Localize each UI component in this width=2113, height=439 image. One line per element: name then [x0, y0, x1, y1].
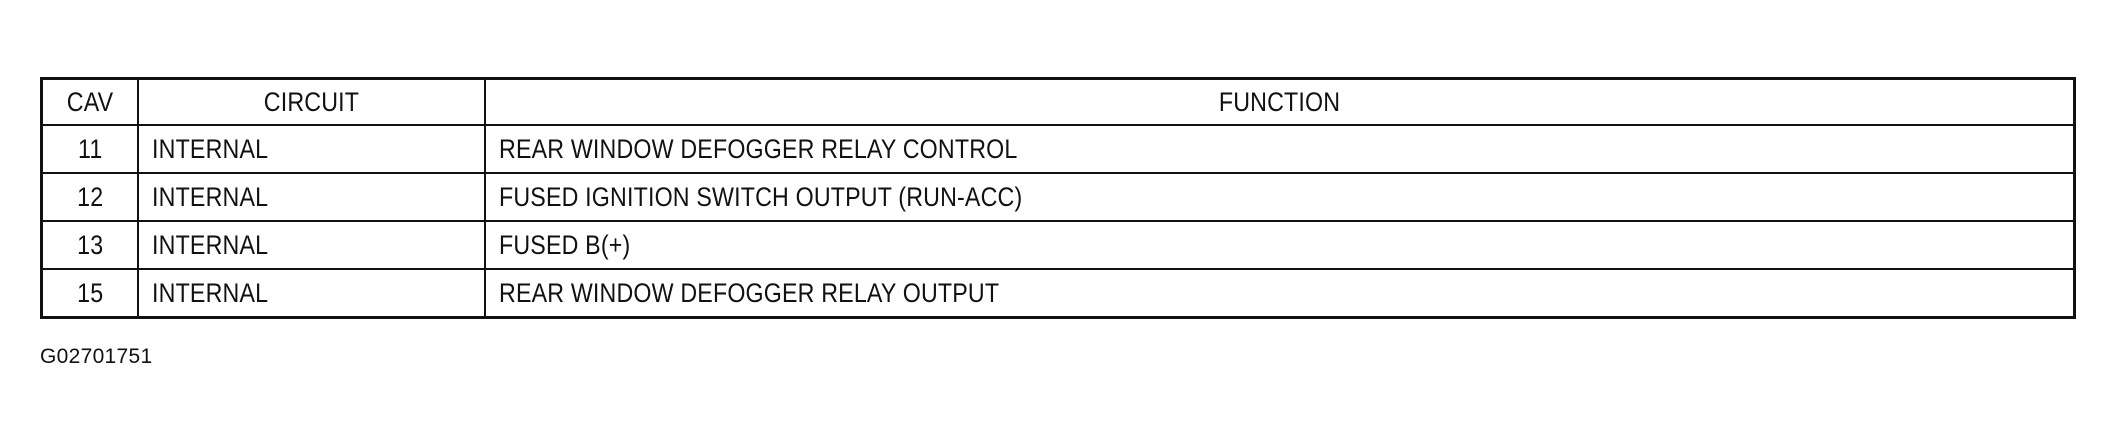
function-cell: FUSED B(+)	[483, 220, 2076, 270]
header-row: CAV CIRCUIT FUNCTION	[40, 77, 2076, 126]
header-function: FUNCTION	[483, 77, 2076, 126]
table-row: 15 INTERNAL REAR WINDOW DEFOGGER RELAY O…	[40, 268, 2076, 319]
table-row: 13 INTERNAL FUSED B(+)	[40, 220, 2076, 270]
cav-cell: 15	[40, 268, 139, 319]
table-row: 11 INTERNAL REAR WINDOW DEFOGGER RELAY C…	[40, 124, 2076, 174]
table-row: 12 INTERNAL FUSED IGNITION SWITCH OUTPUT…	[40, 172, 2076, 222]
circuit-cell: INTERNAL	[136, 172, 486, 222]
function-cell: FUSED IGNITION SWITCH OUTPUT (RUN-ACC)	[483, 172, 2076, 222]
circuit-cell: INTERNAL	[136, 268, 486, 319]
function-cell: REAR WINDOW DEFOGGER RELAY OUTPUT	[483, 268, 2076, 319]
circuit-cell: INTERNAL	[136, 124, 486, 174]
connector-pinout-table: CAV CIRCUIT FUNCTION 11 INTERNAL REAR WI…	[40, 77, 2076, 319]
figure-id: G02701751	[40, 345, 153, 368]
header-circuit: CIRCUIT	[136, 77, 486, 126]
cav-cell: 12	[40, 172, 139, 222]
circuit-cell: INTERNAL	[136, 220, 486, 270]
function-cell: REAR WINDOW DEFOGGER RELAY CONTROL	[483, 124, 2076, 174]
cav-cell: 13	[40, 220, 139, 270]
header-cav: CAV	[40, 77, 139, 126]
cav-cell: 11	[40, 124, 139, 174]
